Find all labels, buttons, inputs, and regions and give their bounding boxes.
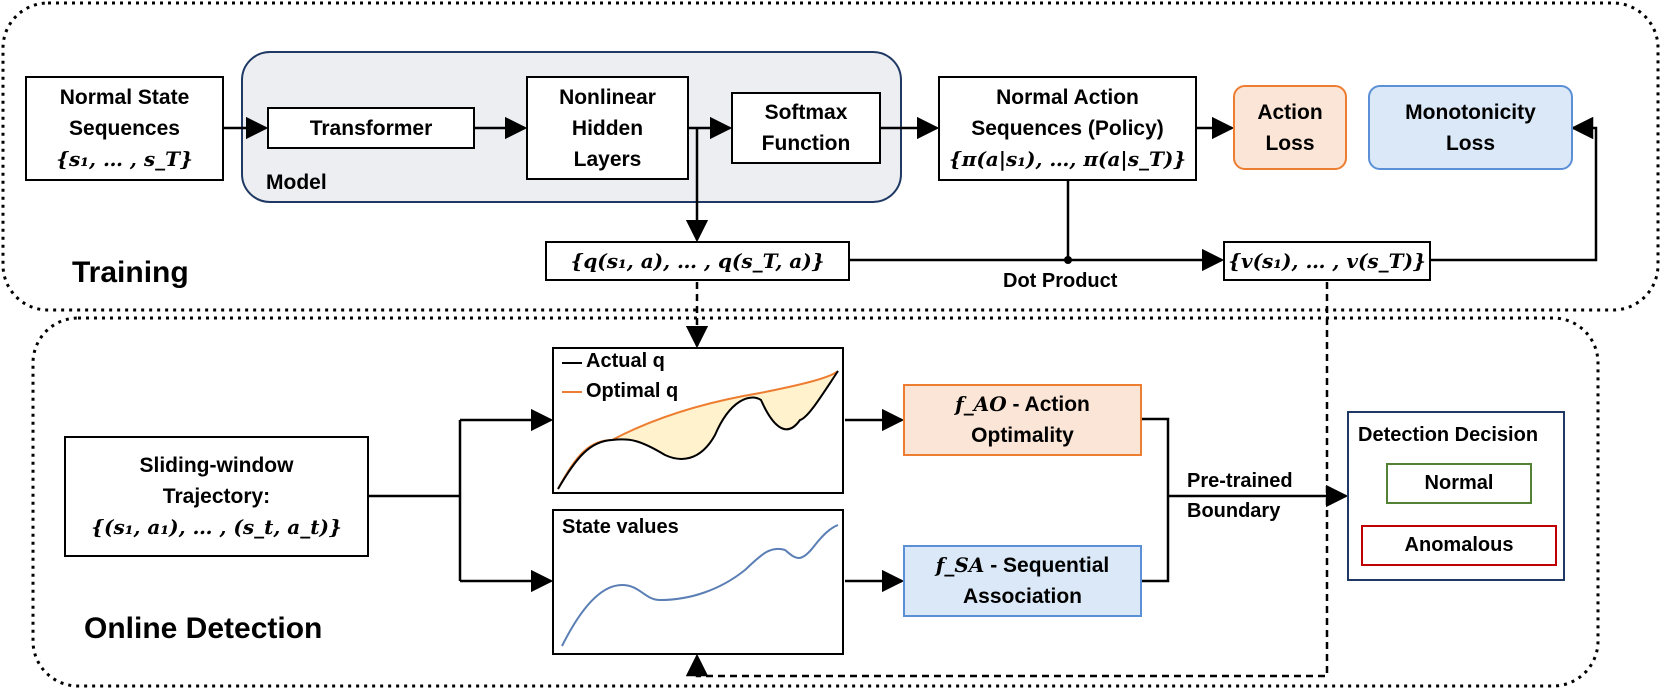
online-detection-section-label: Online Detection [84, 612, 323, 645]
fao-box: f_AO - Action Optimality [903, 384, 1142, 456]
fsa-box: f_SA - Sequential Association [903, 545, 1142, 617]
state-set-math: {s₁, … , s_T} [56, 147, 193, 171]
softmax-line1: Softmax [764, 101, 848, 124]
transformer-label: Transformer [309, 116, 433, 140]
normal-label: Normal [1424, 472, 1494, 494]
hidden-line1: Nonlinear [559, 85, 656, 109]
transformer-box: Transformer [267, 107, 475, 149]
normal-result: Normal [1386, 463, 1532, 504]
fsa-rest: - Sequential [984, 554, 1110, 577]
trajectory-box: Sliding-window Trajectory: {(s₁, a₁), … … [64, 436, 369, 557]
decision-title: Detection Decision [1358, 424, 1539, 446]
hidden-line3: Layers [573, 147, 642, 171]
state-value-line [561, 524, 839, 647]
trajectory-math: {(s₁, a₁), … , (s_t, a_t)} [91, 515, 342, 539]
policy-line2: Sequences (Policy) [971, 117, 1164, 140]
policy-math: {π(a|s₁), …, π(a|s_T)} [948, 147, 1187, 171]
q-values-math: {q(s₁, a), … , q(s_T, a)} [570, 248, 825, 273]
fao-line1: f_AO - Action [955, 389, 1090, 420]
fao-symbol: f_AO [955, 392, 1007, 416]
action-loss-line1: Action [1257, 100, 1323, 124]
fsa-line1: f_SA - Sequential [936, 550, 1109, 581]
trajectory-line2: Trajectory: [162, 485, 271, 508]
fao-rest: - Action [1006, 393, 1090, 416]
anomalous-label: Anomalous [1404, 534, 1514, 556]
training-section-border [1, 1, 1660, 312]
actual-q-line [557, 370, 839, 490]
dot-product-label: Dot Product [1003, 270, 1118, 292]
v-values-box: {v(s₁), … , v(s_T)} [1223, 241, 1431, 281]
state-values-title: State values [562, 516, 679, 538]
trajectory-line1: Sliding-window [139, 454, 294, 477]
state-plot-frame [552, 509, 844, 655]
fao-line2: Optimality [971, 424, 1074, 447]
softmax-line2: Function [761, 132, 851, 155]
softmax-box: Softmax Function [731, 92, 881, 164]
boundary-label-line2: Boundary [1187, 500, 1281, 522]
fsa-symbol: f_SA [935, 553, 985, 577]
normal-state-sequences-box: Normal State Sequences {s₁, … , s_T} [25, 76, 224, 181]
detection-decision-box: Detection Decision Normal Anomalous [1347, 411, 1565, 581]
policy-box: Normal Action Sequences (Policy) {π(a|s₁… [938, 76, 1197, 181]
q-gap-area [558, 371, 838, 489]
fsa-line2: Association [962, 585, 1083, 608]
mono-loss-line2: Loss [1445, 131, 1495, 155]
anomalous-result: Anomalous [1361, 525, 1557, 566]
training-section-label: Training [72, 256, 189, 289]
detection-section-border [31, 316, 1600, 688]
policy-line1: Normal Action [996, 86, 1139, 109]
mono-loss-line1: Monotonicity [1405, 100, 1536, 124]
monotonicity-loss-box: Monotonicity Loss [1368, 85, 1573, 170]
action-loss-box: Action Loss [1233, 85, 1347, 170]
legend-actual-q-label: Actual q [586, 350, 665, 372]
q-values-box: {q(s₁, a), … , q(s_T, a)} [545, 241, 850, 281]
v-values-math: {v(s₁), … , v(s_T)} [1228, 248, 1426, 273]
action-loss-line2: Loss [1265, 131, 1315, 155]
boundary-label-line1: Pre-trained [1187, 470, 1293, 492]
normal-state-line1: Normal State [59, 86, 190, 109]
legend-optimal-q-label: Optimal q [586, 380, 679, 402]
hidden-line2: Hidden [571, 116, 644, 140]
hidden-layers-box: Nonlinear Hidden Layers [526, 76, 689, 180]
model-label: Model [266, 171, 327, 194]
normal-state-line2: Sequences [69, 117, 180, 140]
